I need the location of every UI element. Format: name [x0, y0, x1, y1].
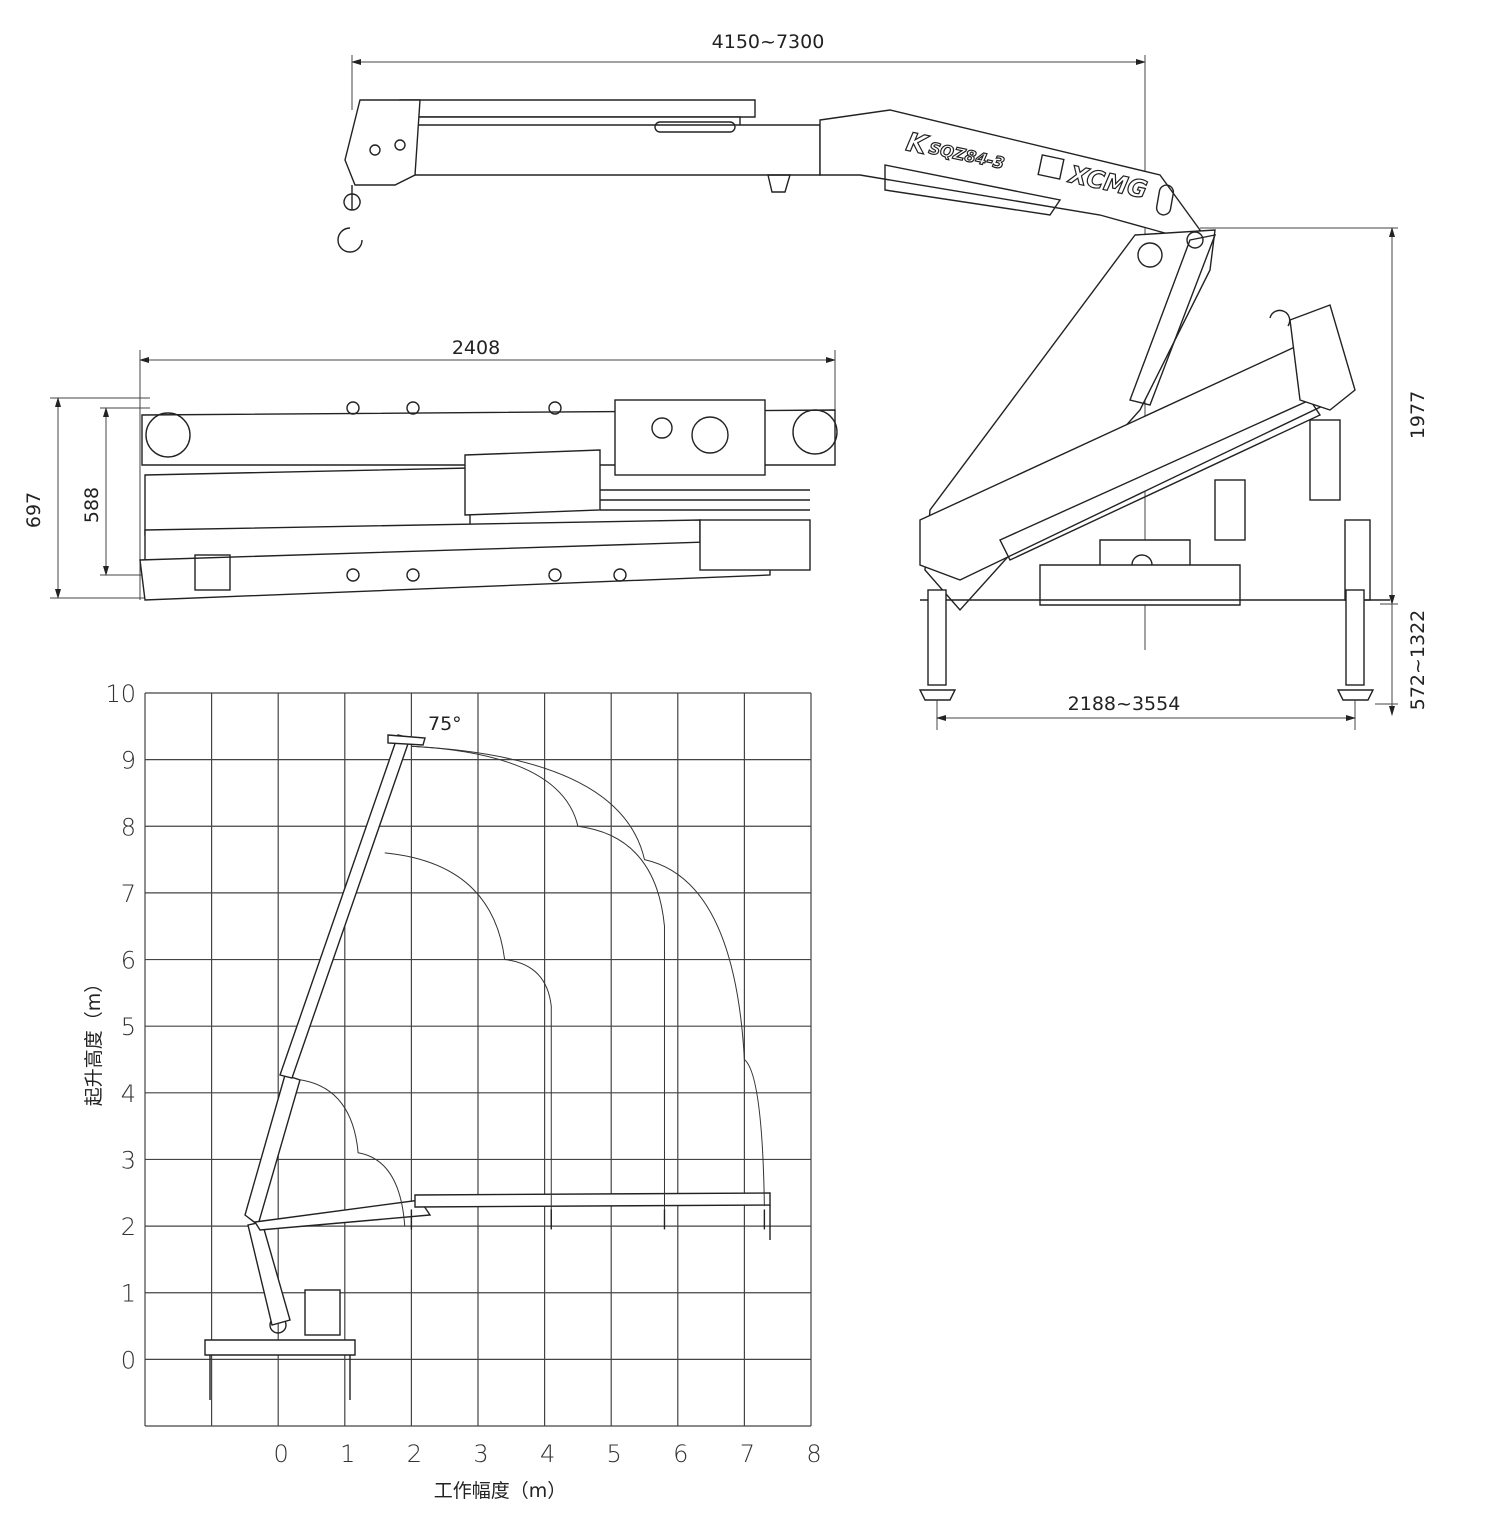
x-tick-label: 0: [274, 1440, 289, 1468]
y-tick-label: 8: [121, 813, 136, 841]
angle-annotation: 75°: [428, 713, 462, 735]
crane-side-view: K SQZ84-3 XCMG: [337, 99, 1390, 701]
y-tick-label: 2: [121, 1213, 136, 1241]
working-range-chart: 0 1 2 3 4 5 6 7 8 0 1 2 3 4 5 6 7 8 9 10 75° 起升高度（m） 工作幅度（…: [83, 680, 822, 1502]
y-tick-label: 3: [121, 1146, 136, 1174]
dimension-crane-height: 1977: [1200, 227, 1429, 605]
crane-folded-view: 2408 697 588: [23, 337, 838, 601]
dimension-outrigger-span: 2188~3554: [936, 693, 1356, 730]
y-axis-label: 起升高度（m）: [83, 974, 105, 1107]
envelope-curve: [411, 745, 665, 1227]
crane-height-label: 1977: [1407, 391, 1429, 439]
y-tick-label: 4: [121, 1080, 136, 1108]
envelope-curve: [298, 1078, 406, 1227]
outreach-label: 4150~7300: [712, 31, 825, 53]
envelope-curve: [384, 852, 552, 1227]
chart-crane-outline: [204, 734, 771, 1400]
x-tick-label: 3: [473, 1440, 488, 1468]
x-axis-ticks: 0 1 2 3 4 5 6 7 8: [274, 1440, 822, 1468]
y-tick-label: 9: [121, 747, 136, 775]
x-tick-label: 4: [540, 1440, 555, 1468]
x-tick-label: 6: [673, 1440, 688, 1468]
working-envelope-curves: [298, 745, 766, 1230]
dimension-leg-stroke: 572~1322: [1375, 604, 1429, 716]
y-tick-label: 0: [121, 1346, 136, 1374]
leg-stroke-label: 572~1322: [1407, 610, 1429, 711]
folded-height-body-label: 588: [81, 487, 103, 523]
x-tick-label: 8: [806, 1440, 821, 1468]
x-tick-label: 5: [607, 1440, 622, 1468]
folded-length-label: 2408: [452, 337, 500, 359]
x-axis-label: 工作幅度（m）: [434, 1480, 567, 1502]
y-tick-label: 7: [121, 880, 136, 908]
y-tick-label: 5: [121, 1013, 136, 1041]
y-tick-label: 10: [105, 680, 136, 708]
chart-grid: [144, 692, 812, 1427]
folded-height-total-label: 697: [23, 492, 45, 528]
y-axis-ticks: 0 1 2 3 4 5 6 7 8 9 10: [105, 680, 136, 1374]
envelope-curve: [411, 745, 765, 1207]
x-tick-label: 7: [740, 1440, 755, 1468]
x-tick-label: 2: [407, 1440, 422, 1468]
outrigger-span-label: 2188~3554: [1068, 693, 1181, 715]
y-tick-label: 6: [121, 947, 136, 975]
x-tick-label: 1: [340, 1440, 355, 1468]
y-tick-label: 1: [121, 1280, 136, 1308]
